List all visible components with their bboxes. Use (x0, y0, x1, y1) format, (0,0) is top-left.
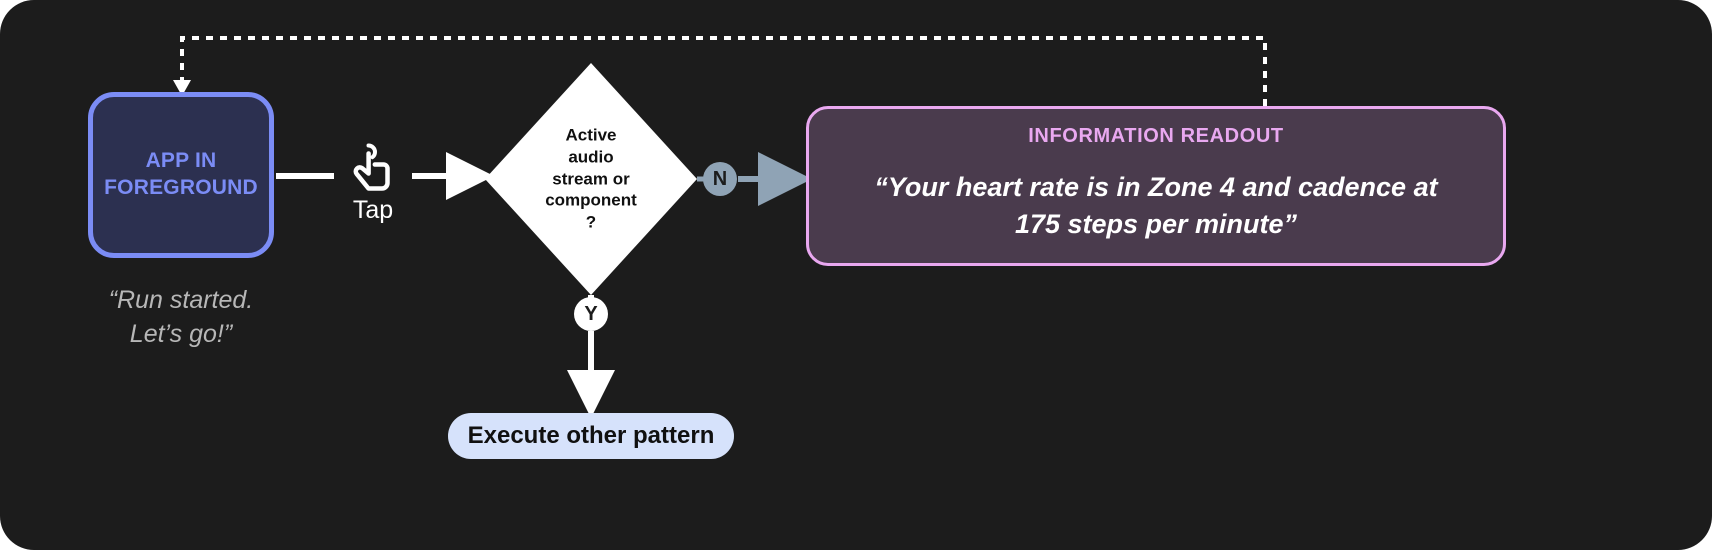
tap-gesture-icon (353, 143, 390, 191)
branch-badge-no: N (703, 162, 737, 196)
node-decision-label: Active audio stream or component ? (545, 125, 637, 232)
edge-feedback-loop (180, 36, 1267, 106)
node-app-in-foreground-caption: “Run started. Let’s go!” (108, 286, 254, 348)
node-app-in-foreground[interactable]: APP IN FOREGROUND (88, 92, 274, 258)
readout-title: INFORMATION READOUT (1028, 125, 1284, 147)
readout-body: “Your heart rate is in Zone 4 and cadenc… (874, 172, 1438, 240)
gesture-tap: Tap (336, 142, 410, 223)
gesture-tap-label: Tap (352, 196, 394, 224)
node-app-in-foreground-label: APP IN FOREGROUND (104, 149, 258, 199)
node-decision-audio-stream[interactable]: Active audio stream or component ? (485, 63, 697, 295)
node-information-readout[interactable]: INFORMATION READOUT “Your heart rate is … (806, 106, 1506, 266)
branch-badge-yes: Y (574, 297, 608, 331)
execute-other-pattern-label: Execute other pattern (467, 422, 715, 449)
node-execute-other-pattern[interactable]: Execute other pattern (448, 413, 734, 459)
